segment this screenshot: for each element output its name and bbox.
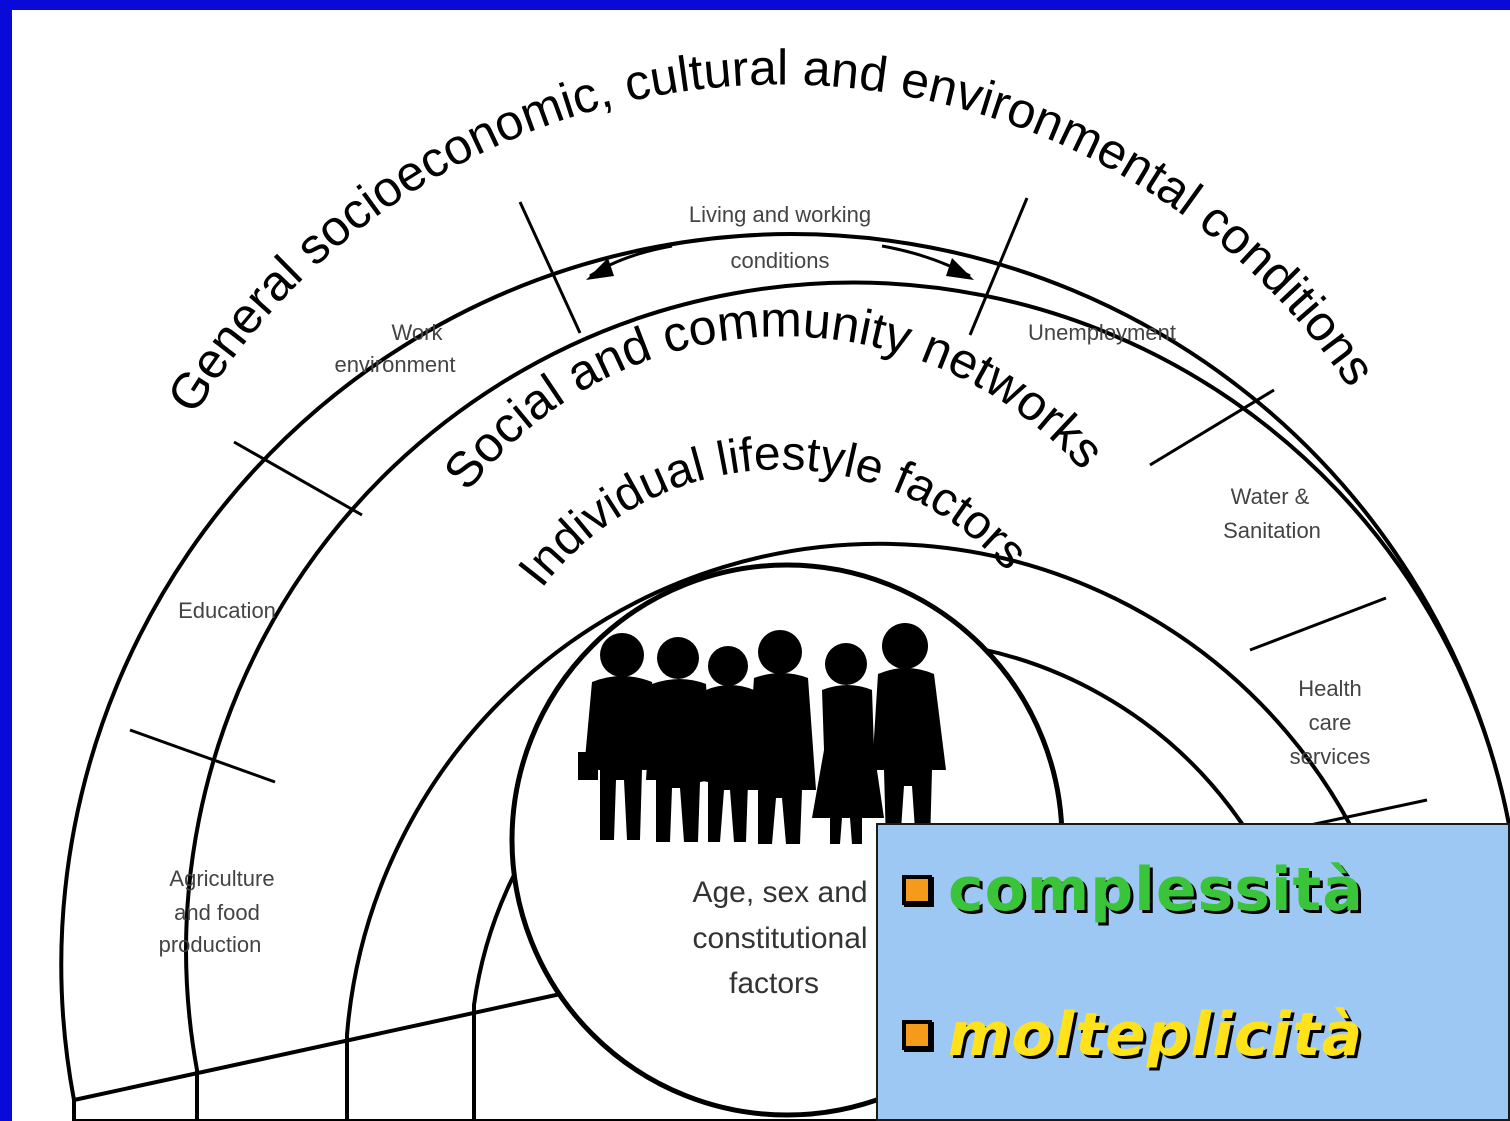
health-label-line1: Health xyxy=(1298,676,1362,701)
spoke-water-health xyxy=(1249,596,1387,652)
education-label: Education xyxy=(178,598,276,623)
bullet-item-complessita: complessità xyxy=(902,855,1364,925)
arrow-right-head xyxy=(946,258,974,280)
spoke-education-agriculture xyxy=(129,728,276,784)
agriculture-label-line3: production xyxy=(159,932,262,957)
base-line xyxy=(73,983,603,1102)
core-label-line1: Age, sex and xyxy=(692,876,867,909)
water-label-line2: Sanitation xyxy=(1223,518,1321,543)
health-label-line3: services xyxy=(1290,744,1371,769)
health-label-line2: care xyxy=(1309,710,1352,735)
work-label-line1: Work xyxy=(392,320,444,345)
living-working-label-line2: conditions xyxy=(730,248,829,273)
people-silhouette-icon xyxy=(578,623,946,844)
checkbox-bullet-icon xyxy=(902,1020,932,1050)
bullet-text-complessita: complessità xyxy=(948,855,1364,925)
work-label-line2: environment xyxy=(334,352,455,377)
core-label-line3: factors xyxy=(729,967,819,1000)
spoke-unemployment-water xyxy=(1149,388,1275,467)
agriculture-label-line2: and food xyxy=(174,900,260,925)
unemployment-label: Unemployment xyxy=(1028,320,1176,345)
spoke-living-right xyxy=(968,197,1029,336)
living-working-label-line1: Living and working xyxy=(689,202,871,227)
bullet-item-molteplicita: molteplicità xyxy=(902,1000,1363,1070)
bullet-text-molteplicita: molteplicità xyxy=(948,1000,1364,1070)
water-label-line1: Water & xyxy=(1231,484,1310,509)
spoke-living-left xyxy=(518,201,582,334)
arrow-left-head xyxy=(586,258,614,280)
core-label-line2: constitutional xyxy=(692,922,867,955)
agriculture-label-line1: Agriculture xyxy=(169,866,274,891)
callout-box: complessità molteplicità xyxy=(876,823,1510,1121)
checkbox-bullet-icon xyxy=(902,875,932,905)
spoke-work-education xyxy=(233,440,363,517)
